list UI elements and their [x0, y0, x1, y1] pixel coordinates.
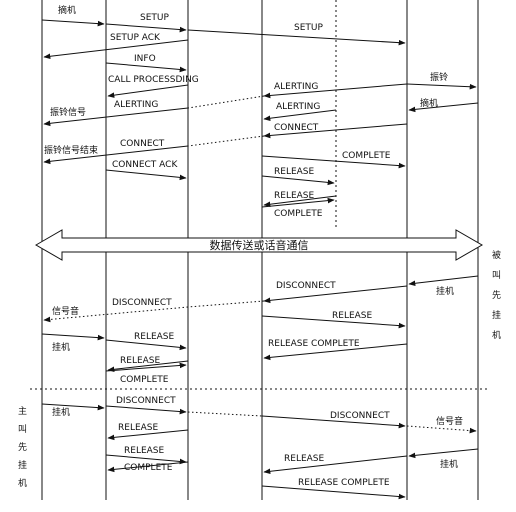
arrow-disconnect-1-caller: [105, 405, 187, 415]
arrow-setup-2: [187, 29, 406, 46]
offhook-right-label: 摘机: [420, 97, 438, 109]
arrow-onhook-left-caller: [41, 403, 105, 411]
release-3-caller-label: RELEASE: [284, 454, 325, 464]
arrow-disconnect-2-caller: [261, 415, 406, 429]
call-processing-label: CALL PROCESSDING: [108, 75, 199, 85]
callee-first-label-2: 叫: [492, 270, 501, 281]
arrow-complete-2: [261, 197, 335, 208]
arrow-setup-1: [105, 23, 187, 33]
setup-ack-label: SETUP ACK: [110, 33, 161, 43]
busy-tone-left-label: 信号音: [52, 305, 79, 317]
arrow-complete-caller: [107, 461, 189, 473]
dotted-disconnect-caller: [187, 411, 263, 417]
connect-ack-label: CONNECT ACK: [112, 160, 178, 170]
callee-first-section: 被 叫 先 挂 机 挂机 DISCONNECT DISCONNECT 信号音 R…: [41, 249, 501, 385]
complete-1-label: COMPLETE: [342, 151, 391, 161]
release-3-cf-label: RELEASE: [120, 356, 161, 366]
arrow-release-2: [263, 195, 337, 207]
alerting-1-label: ALERTING: [274, 82, 318, 92]
onhook-right-label: 挂机: [436, 285, 454, 297]
arrow-onhook-right-caller: [408, 448, 479, 459]
onhook-left-caller-label: 挂机: [52, 406, 70, 418]
dotted-alerting-1: [187, 95, 265, 109]
dotted-disconnect-1: [187, 300, 265, 308]
arrow-release-2-cf: [105, 339, 187, 351]
arrow-call-processing: [107, 84, 189, 98]
arrow-info: [105, 62, 187, 73]
release-2-caller-label: RELEASE: [124, 446, 165, 456]
arrow-setup-ack: [43, 39, 189, 60]
caller-first-label-4: 挂: [18, 459, 27, 471]
arrow-onhook-right: [408, 275, 479, 287]
ringback-end-label: 振铃信号结束: [44, 144, 98, 156]
arrow-alerting-3: [43, 107, 189, 127]
arrow-release-2-caller: [105, 454, 187, 465]
release-2-cf-label: RELEASE: [134, 332, 175, 342]
arrow-release-complete-caller: [261, 485, 406, 500]
complete-caller-label: COMPLETE: [124, 463, 173, 473]
disconnect-1-label: DISCONNECT: [276, 281, 336, 291]
arrow-disconnect-2: [43, 306, 189, 323]
data-transfer-band: 数据传送或话音通信: [34, 229, 484, 261]
complete-2-label: COMPLETE: [274, 209, 323, 219]
arrow-release-complete-cf: [263, 343, 408, 361]
disconnect-1-caller-label: DISCONNECT: [116, 396, 176, 406]
arrow-release-1: [261, 175, 335, 186]
complete-cf-label: COMPLETE: [120, 375, 169, 385]
arrow-offhook-right: [408, 102, 479, 113]
arrow-offhook-left: [41, 19, 105, 27]
data-transfer-label: 数据传送或话音通信: [210, 238, 309, 252]
caller-first-section: 主 叫 先 挂 机 挂机 DISCONNECT DISCONNECT 信号音 R…: [18, 396, 479, 500]
release-1-cf-label: RELEASE: [332, 311, 373, 321]
disconnect-2-caller-label: DISCONNECT: [330, 411, 390, 421]
setup-1-label: SETUP: [140, 13, 169, 23]
arrow-connect-ack: [105, 169, 187, 181]
arrow-connect-1: [263, 123, 408, 139]
connect-1-label: CONNECT: [274, 123, 319, 133]
caller-first-label-5: 机: [18, 477, 27, 489]
caller-first-label-3: 先: [18, 441, 27, 453]
callee-first-label-5: 机: [492, 329, 501, 341]
ringback-left-label: 振铃信号: [50, 106, 86, 118]
setup-phase: 摘机 SETUP SETUP SETUP ACK INFO CALL PROCE…: [41, 4, 479, 219]
arrow-release-1-cf: [261, 315, 406, 329]
arrow-complete-cf: [105, 362, 187, 372]
callee-first-label-4: 挂: [492, 309, 501, 321]
disconnect-2-label: DISCONNECT: [112, 298, 172, 308]
arrow-alerting-2: [263, 109, 337, 121]
release-complete-cf-label: RELEASE COMPLETE: [268, 339, 360, 349]
arrow-connect-2: [43, 145, 189, 165]
ringing-right-label: 振铃: [430, 71, 448, 83]
arrow-complete-1: [261, 155, 406, 169]
alerting-3-label: ALERTING: [114, 100, 158, 110]
dotted-connect-1: [187, 135, 265, 147]
offhook-left-label: 摘机: [58, 4, 76, 16]
arrow-alerting-1: [263, 83, 408, 99]
release-2-label: RELEASE: [274, 191, 315, 201]
busy-tone-right-label: 信号音: [436, 415, 463, 427]
release-complete-caller-label: RELEASE COMPLETE: [298, 478, 390, 488]
info-label: INFO: [134, 54, 156, 64]
connect-2-label: CONNECT: [120, 139, 165, 149]
alerting-2-label: ALERTING: [276, 102, 320, 112]
arrow-disconnect-1: [263, 285, 408, 304]
release-1-caller-label: RELEASE: [118, 423, 159, 433]
caller-first-label-1: 主: [18, 405, 27, 417]
arrow-release-3-caller: [263, 455, 408, 475]
callee-first-label-3: 先: [492, 289, 501, 301]
arrow-release-1-caller: [107, 429, 189, 441]
arrow-onhook-left: [41, 333, 105, 341]
callee-first-label-1: 被: [492, 249, 501, 261]
double-arrow-shape: [34, 229, 484, 261]
caller-first-label-2: 叫: [18, 424, 27, 435]
onhook-right-caller-label: 挂机: [440, 458, 458, 470]
onhook-left-label: 挂机: [52, 341, 70, 353]
setup-2-label: SETUP: [294, 23, 323, 33]
arrow-release-3-cf: [107, 360, 189, 373]
arrow-ringing-right: [406, 83, 477, 90]
release-1-label: RELEASE: [274, 167, 315, 177]
